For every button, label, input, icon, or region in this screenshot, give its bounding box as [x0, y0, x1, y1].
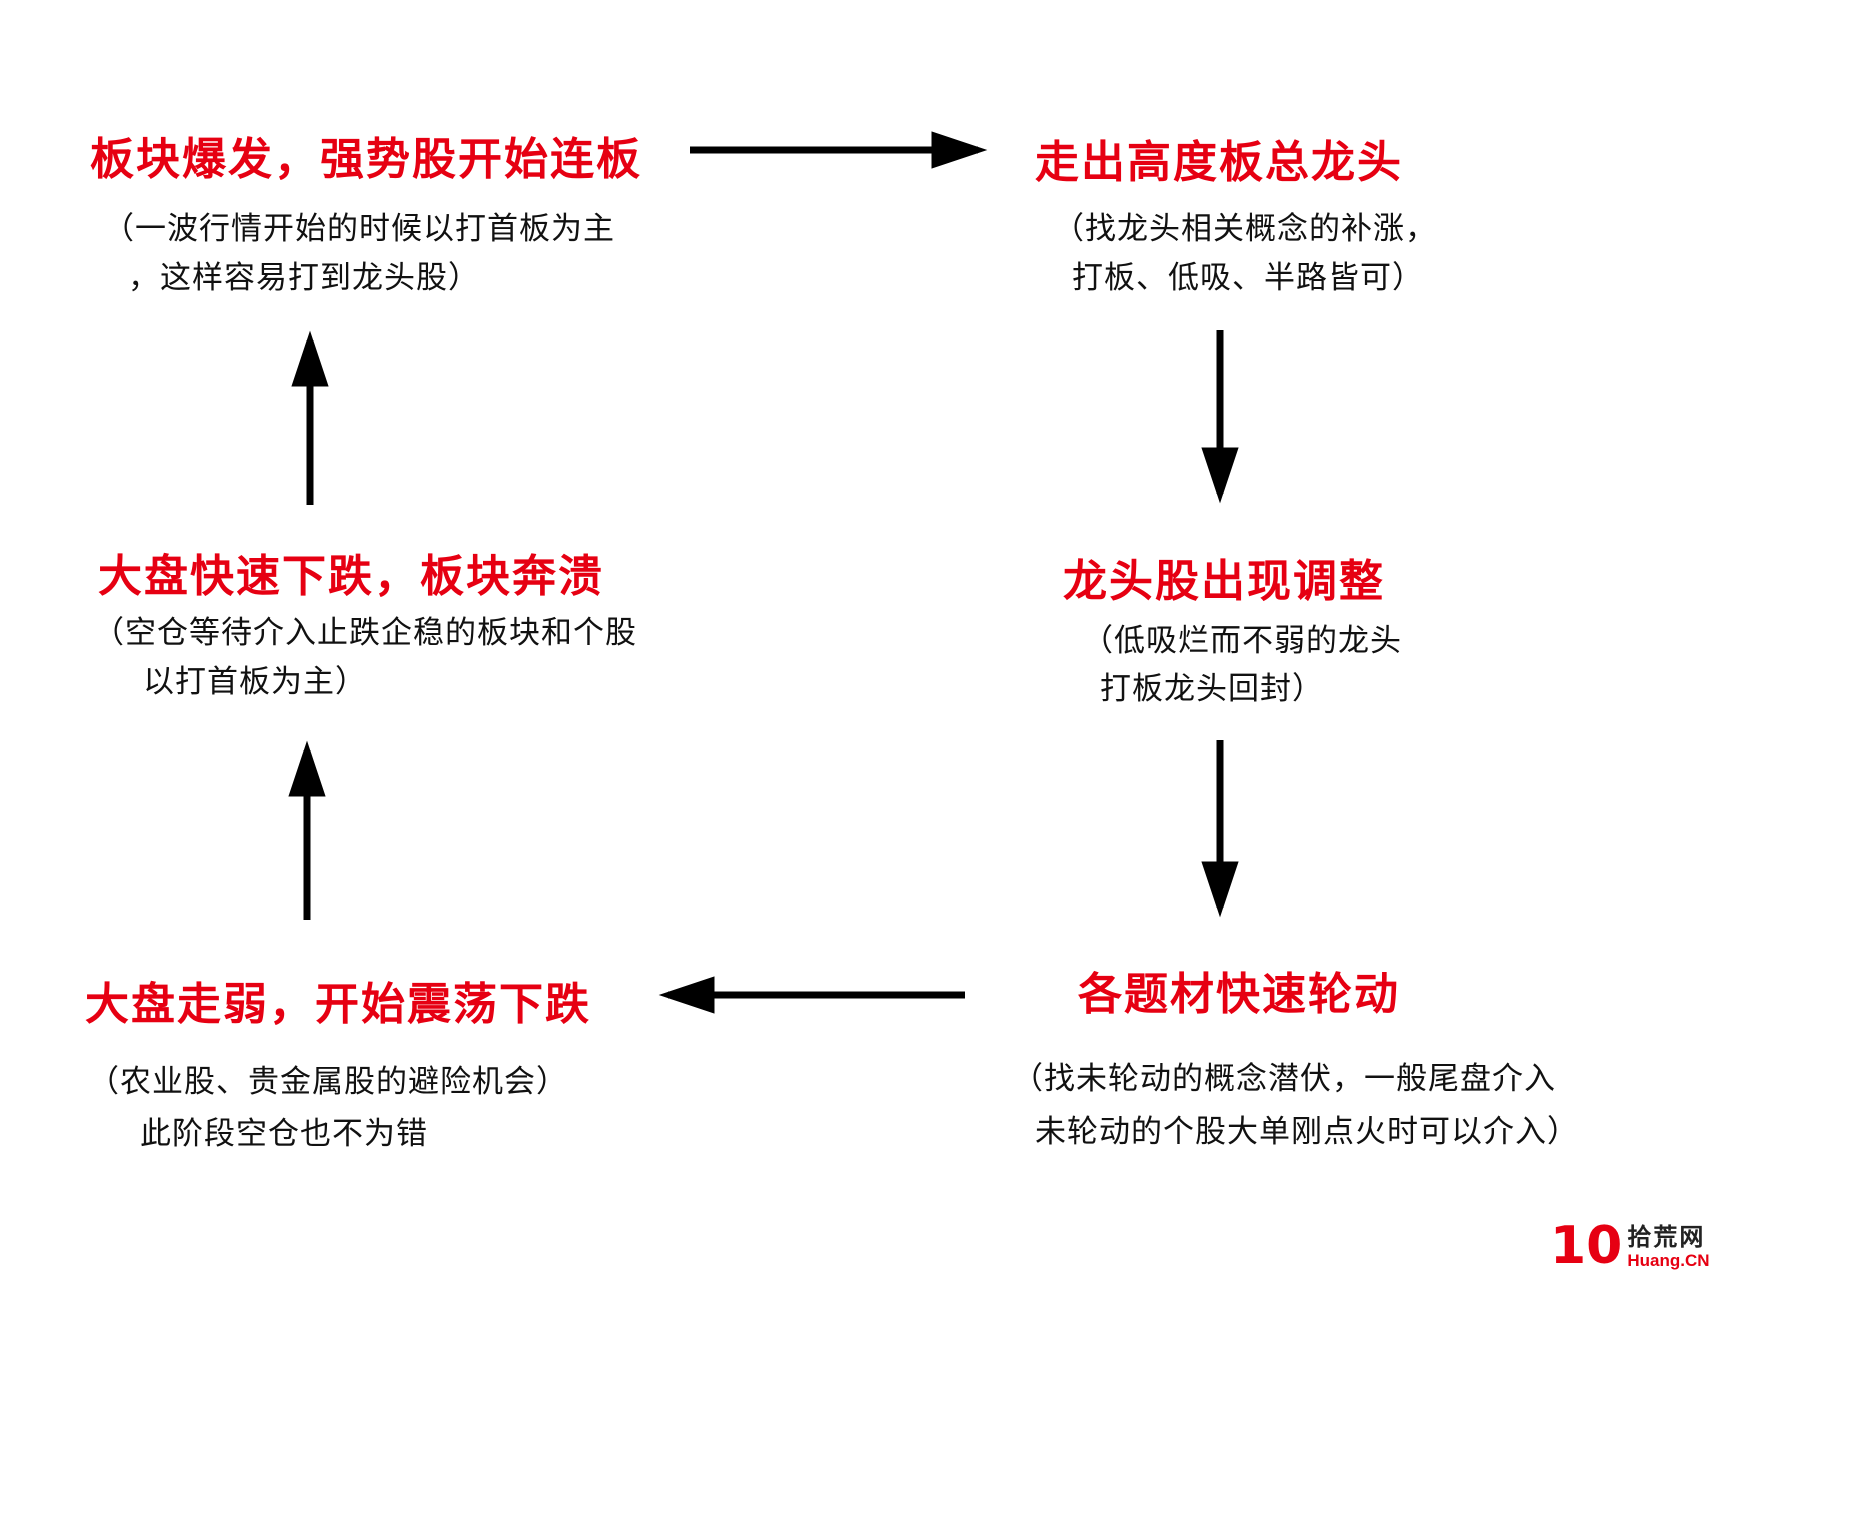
node-title-theme-rotation: 各题材快速轮动	[1078, 970, 1400, 1019]
node-title-leader-adjustment: 龙头股出现调整	[1063, 557, 1385, 606]
node-title-leader-emerges: 走出高度板总龙头	[1035, 138, 1403, 187]
node-sub-market-crash-1: （空仓等待介入止跌企稳的板块和个股	[93, 615, 637, 650]
node-sub-leader-adjustment-2: 打板龙头回封）	[1100, 671, 1324, 706]
node-title-sector-breakout: 板块爆发，强势股开始连板	[90, 135, 642, 184]
node-sub-sector-breakout-2: ，这样容易打到龙头股）	[128, 260, 480, 295]
node-title-market-crash: 大盘快速下跌，板块奔溃	[98, 552, 604, 601]
node-title-market-weakens: 大盘走弱，开始震荡下跌	[85, 980, 591, 1029]
watermark-domain: Huang.CN	[1627, 1251, 1710, 1271]
node-sub-theme-rotation-1: （找未轮动的概念潜伏，一般尾盘介入	[1012, 1061, 1556, 1096]
node-sub-theme-rotation-2: 未轮动的个股大单刚点火时可以介入）	[1035, 1114, 1579, 1149]
node-sub-sector-breakout-1: （一波行情开始的时候以打首板为主	[103, 211, 615, 246]
node-sub-leader-adjustment-1: （低吸烂而不弱的龙头	[1082, 623, 1402, 658]
site-watermark: 10 拾荒网 Huang.CN	[1550, 1216, 1710, 1276]
node-sub-market-crash-2: 以打首板为主）	[143, 664, 367, 699]
watermark-logo: 10	[1550, 1216, 1623, 1276]
node-sub-leader-emerges-2: 打板、低吸、半路皆可）	[1072, 260, 1424, 295]
node-sub-market-weakens-2: 此阶段空仓也不为错	[140, 1116, 428, 1151]
node-sub-market-weakens-1: （农业股、贵金属股的避险机会）	[88, 1064, 568, 1099]
watermark-site-name: 拾荒网	[1627, 1224, 1706, 1251]
node-sub-leader-emerges-1: （找龙头相关概念的补涨，	[1053, 211, 1437, 246]
